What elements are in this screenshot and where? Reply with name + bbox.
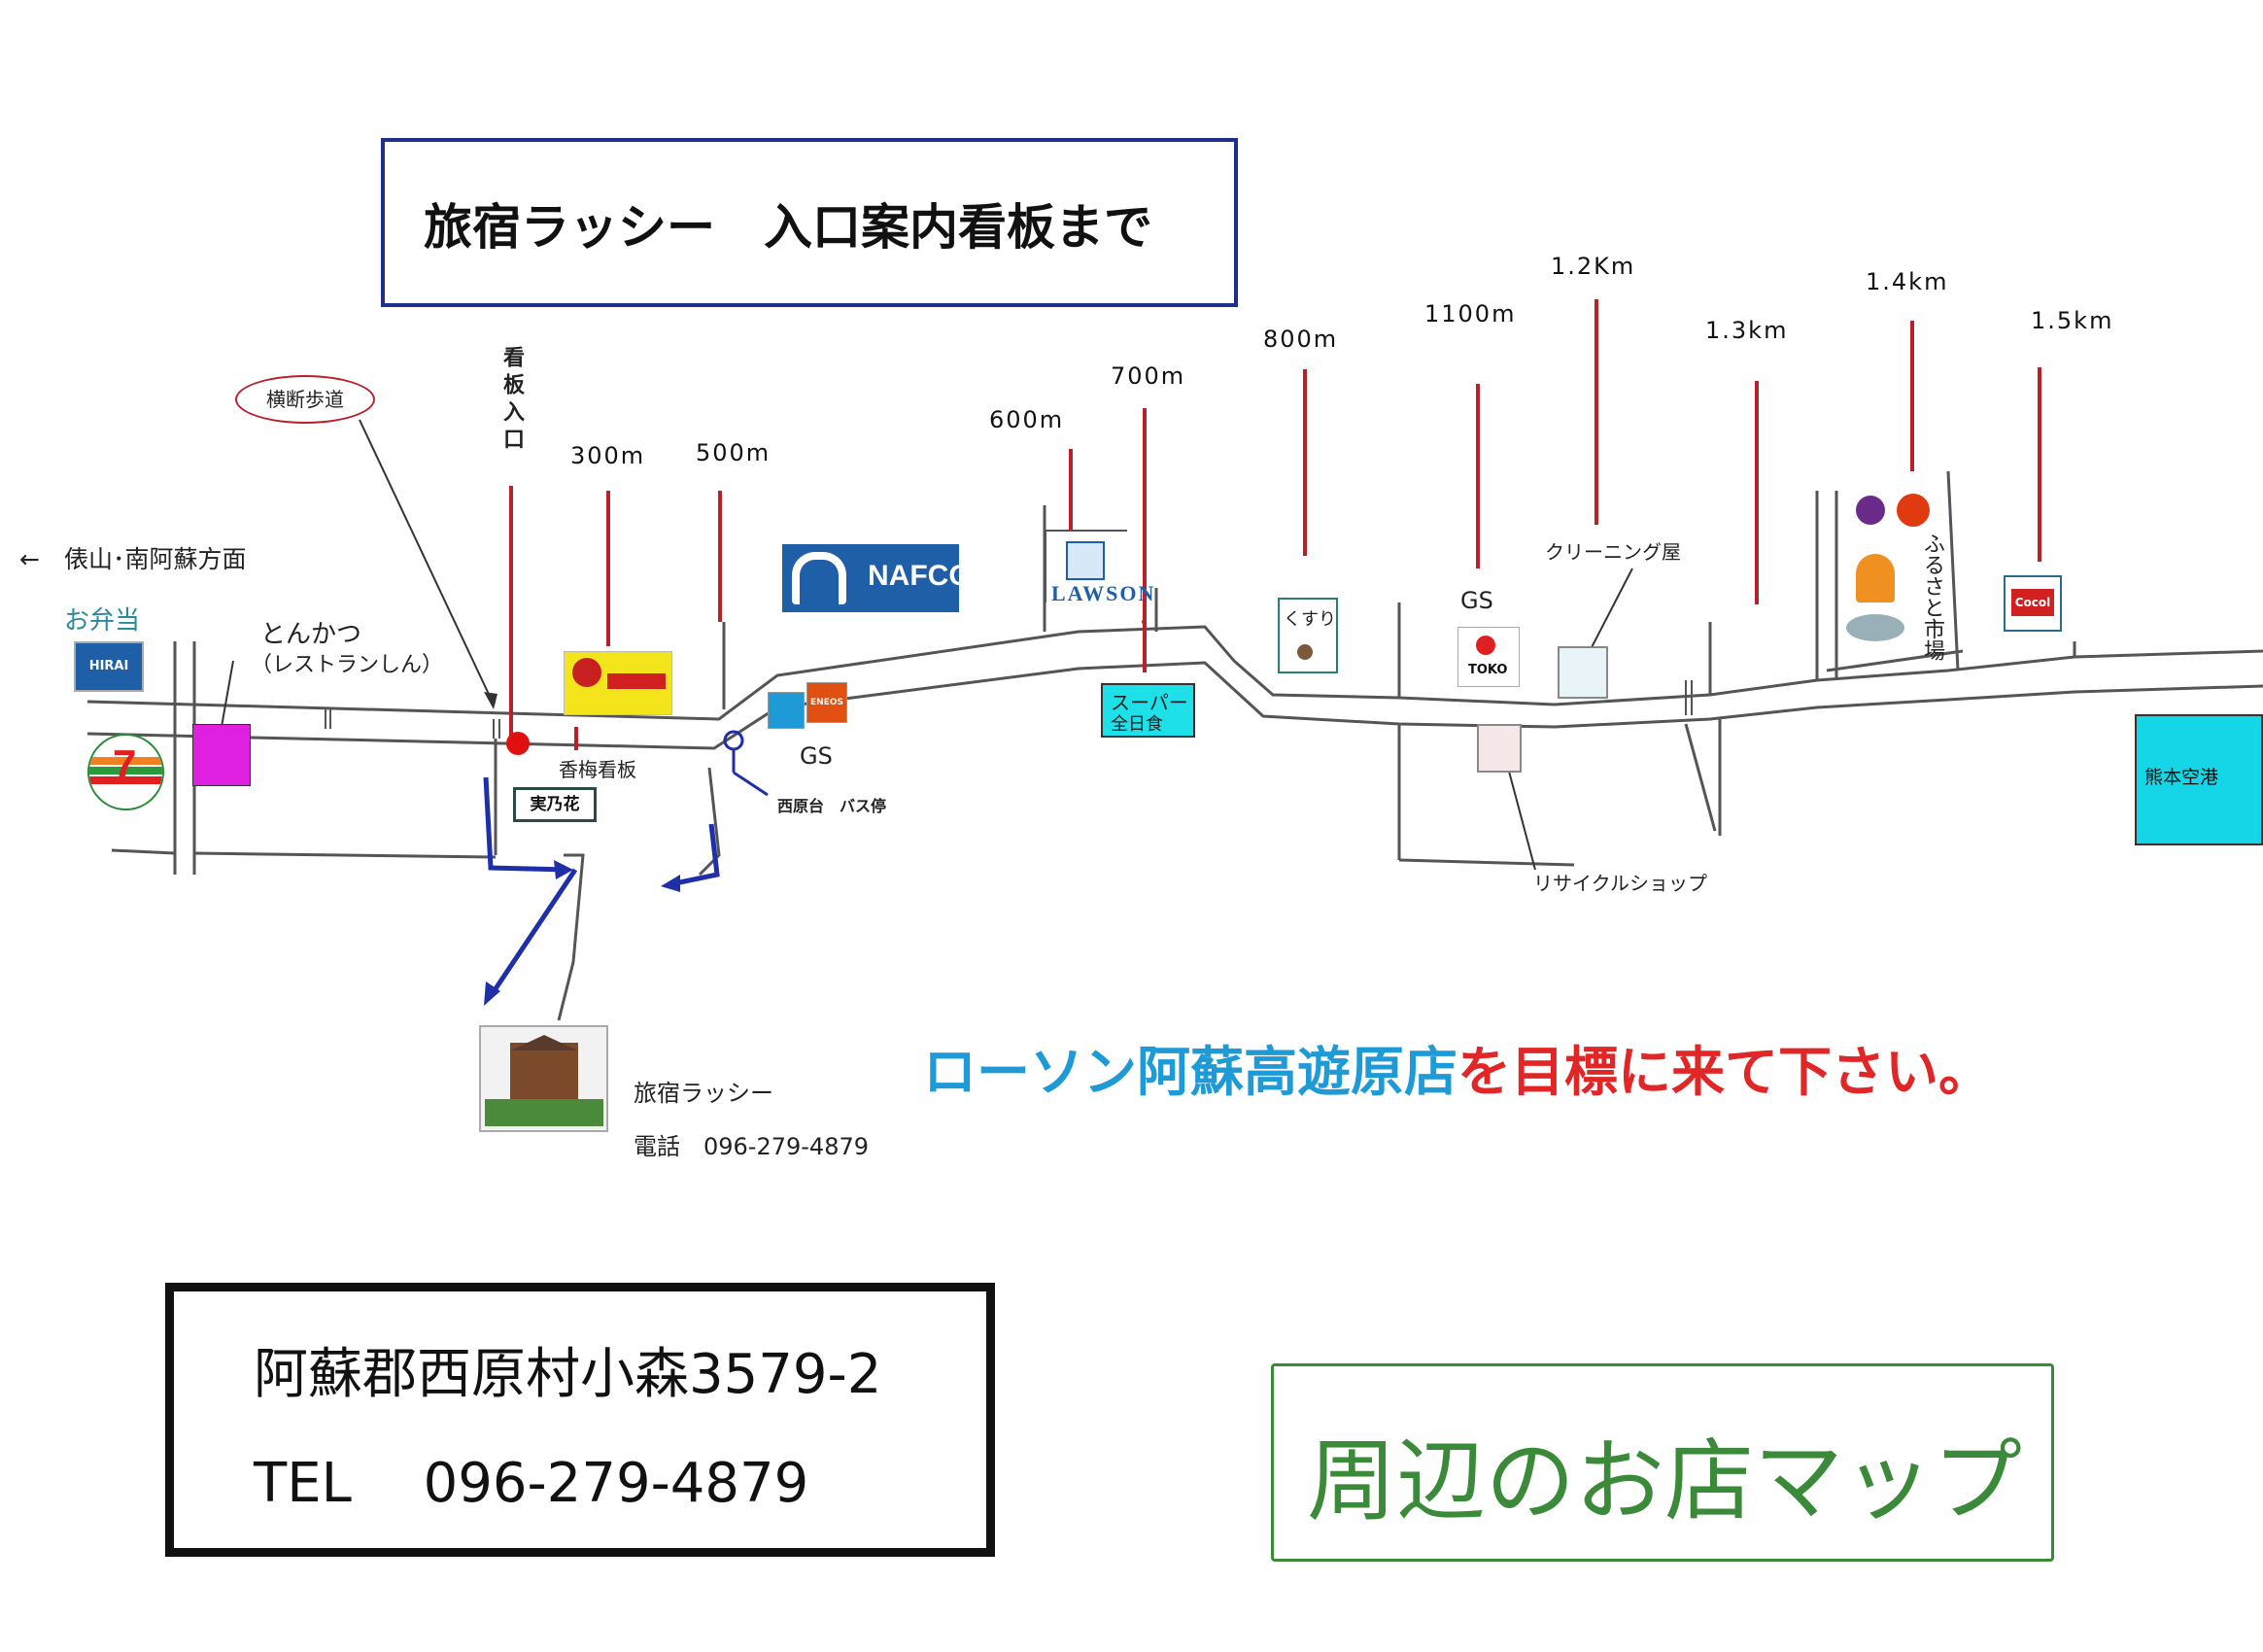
ryokan-photo	[479, 1025, 608, 1132]
distance-1.4km: 1.4km	[1866, 268, 1949, 295]
page-title: 旅宿ラッシー 入口案内看板まで	[424, 199, 1152, 256]
kobai-sign-icon	[564, 651, 672, 715]
side-roads	[111, 470, 2076, 1021]
cocol-logo: Cocol	[2004, 575, 2062, 632]
recycle-pointer	[1507, 767, 1536, 871]
recycle-label: リサイクルショップ	[1533, 872, 1707, 895]
lawson-label: LAWSON	[1051, 581, 1156, 605]
tomato-icon	[1897, 494, 1930, 527]
shops-map-label: 周辺のお店マップ	[1307, 1429, 2023, 1533]
airport-text: 熊本空港	[2144, 767, 2219, 788]
tel-line: TEL 096-279-4879	[254, 1452, 809, 1515]
hirai-sign-icon: HIRAI	[74, 641, 144, 692]
address-box: 阿蘇郡西原村小森3579-2 TEL 096-279-4879	[165, 1283, 995, 1557]
super-sub-text: 全日食	[1111, 714, 1163, 735]
nafco-logo: NAFCO	[782, 544, 972, 612]
signboard-entrance-label: 看板入口	[499, 346, 524, 455]
crosswalk-pointer-arrow	[484, 692, 497, 709]
eneos-text: ENEOS	[810, 698, 843, 707]
distance-300m: 300m	[570, 442, 646, 469]
title-box: 旅宿ラッシー 入口案内看板まで	[381, 138, 1238, 307]
distance-500m: 500m	[696, 439, 771, 466]
minohana-text: 実乃花	[530, 795, 580, 814]
furusato-label: ふるさと市場	[1920, 533, 1944, 661]
crosswalk-text: 横断歩道	[266, 388, 344, 411]
tonkatsu-marker	[192, 724, 251, 786]
super-text: スーパー	[1111, 691, 1188, 714]
lawson-logo	[1045, 530, 1127, 602]
gs-wave-icon	[768, 692, 805, 729]
ryokan-label: 旅宿ラッシー	[634, 1080, 773, 1107]
tonkatsu-sub-label: （レストランしん）	[251, 653, 444, 677]
distance-800m: 800m	[1263, 326, 1339, 353]
distance-700m: 700m	[1111, 362, 1186, 390]
distance-1.2km: 1.2Km	[1551, 253, 1636, 280]
cleaning-pointer	[1588, 568, 1633, 654]
kusuri-box: くすり	[1278, 598, 1338, 673]
landmark-message-part1: ローソン阿蘇高遊原店	[923, 1041, 1458, 1103]
tonkatsu-label: とんかつ	[260, 620, 362, 649]
landmark-message-part2: を目標に来て下さい。	[1457, 1041, 1993, 1103]
cleaning-icon	[1558, 646, 1608, 699]
distance-600m: 600m	[989, 406, 1065, 433]
airport-box: 熊本空港	[2135, 714, 2263, 845]
eneos-logo: ENEOS	[806, 682, 847, 723]
nafco-text: NAFCO	[868, 560, 972, 592]
cocol-text: Cocol	[2014, 596, 2051, 609]
crosswalk-pointer	[359, 419, 495, 706]
distance-markers	[509, 299, 2041, 750]
bus-stop-icon	[723, 730, 769, 797]
recycle-icon	[1477, 724, 1522, 773]
address-line: 阿蘇郡西原村小森3579-2	[254, 1343, 882, 1406]
kobai-sign-label: 香梅看板	[559, 758, 636, 781]
ryokan-tel: 電話 096-279-4879	[634, 1133, 870, 1160]
minohana-box: 実乃花	[513, 787, 597, 822]
crosswalk-label: 横断歩道	[235, 375, 375, 424]
route-arrows	[483, 776, 720, 998]
seven-eleven-logo-icon: 7	[87, 734, 164, 810]
vegetable-icon	[1856, 496, 1885, 525]
landmark-message: ローソン阿蘇高遊原店を目標に来て下さい。	[923, 1028, 1992, 1106]
distance-1100m: 1100m	[1424, 300, 1517, 327]
fish-icon	[1846, 614, 1904, 641]
gs-label-2: GS	[1460, 587, 1493, 614]
bus-stop-label: 西原台 バス停	[777, 797, 887, 815]
cleaning-label: クリーニング屋	[1545, 540, 1681, 564]
entrance-marker	[506, 732, 530, 755]
shops-map-box: 周辺のお店マップ	[1271, 1363, 2054, 1562]
super-box: スーパー 全日食	[1101, 683, 1195, 738]
carrot-icon	[1856, 554, 1895, 602]
obento-label: お弁当	[64, 606, 141, 636]
distance-1.5km: 1.5km	[2031, 307, 2114, 334]
crosswalk-marks	[325, 680, 1693, 739]
distance-1.3km: 1.3km	[1705, 317, 1789, 344]
route-arrowheads	[484, 860, 680, 1006]
direction-label: ← 俵山･南阿蘇方面	[19, 545, 247, 573]
kusuri-text: くすり	[1284, 609, 1336, 630]
gs-logo-2: TOKO	[1457, 627, 1520, 687]
gs-label-1: GS	[800, 742, 833, 770]
